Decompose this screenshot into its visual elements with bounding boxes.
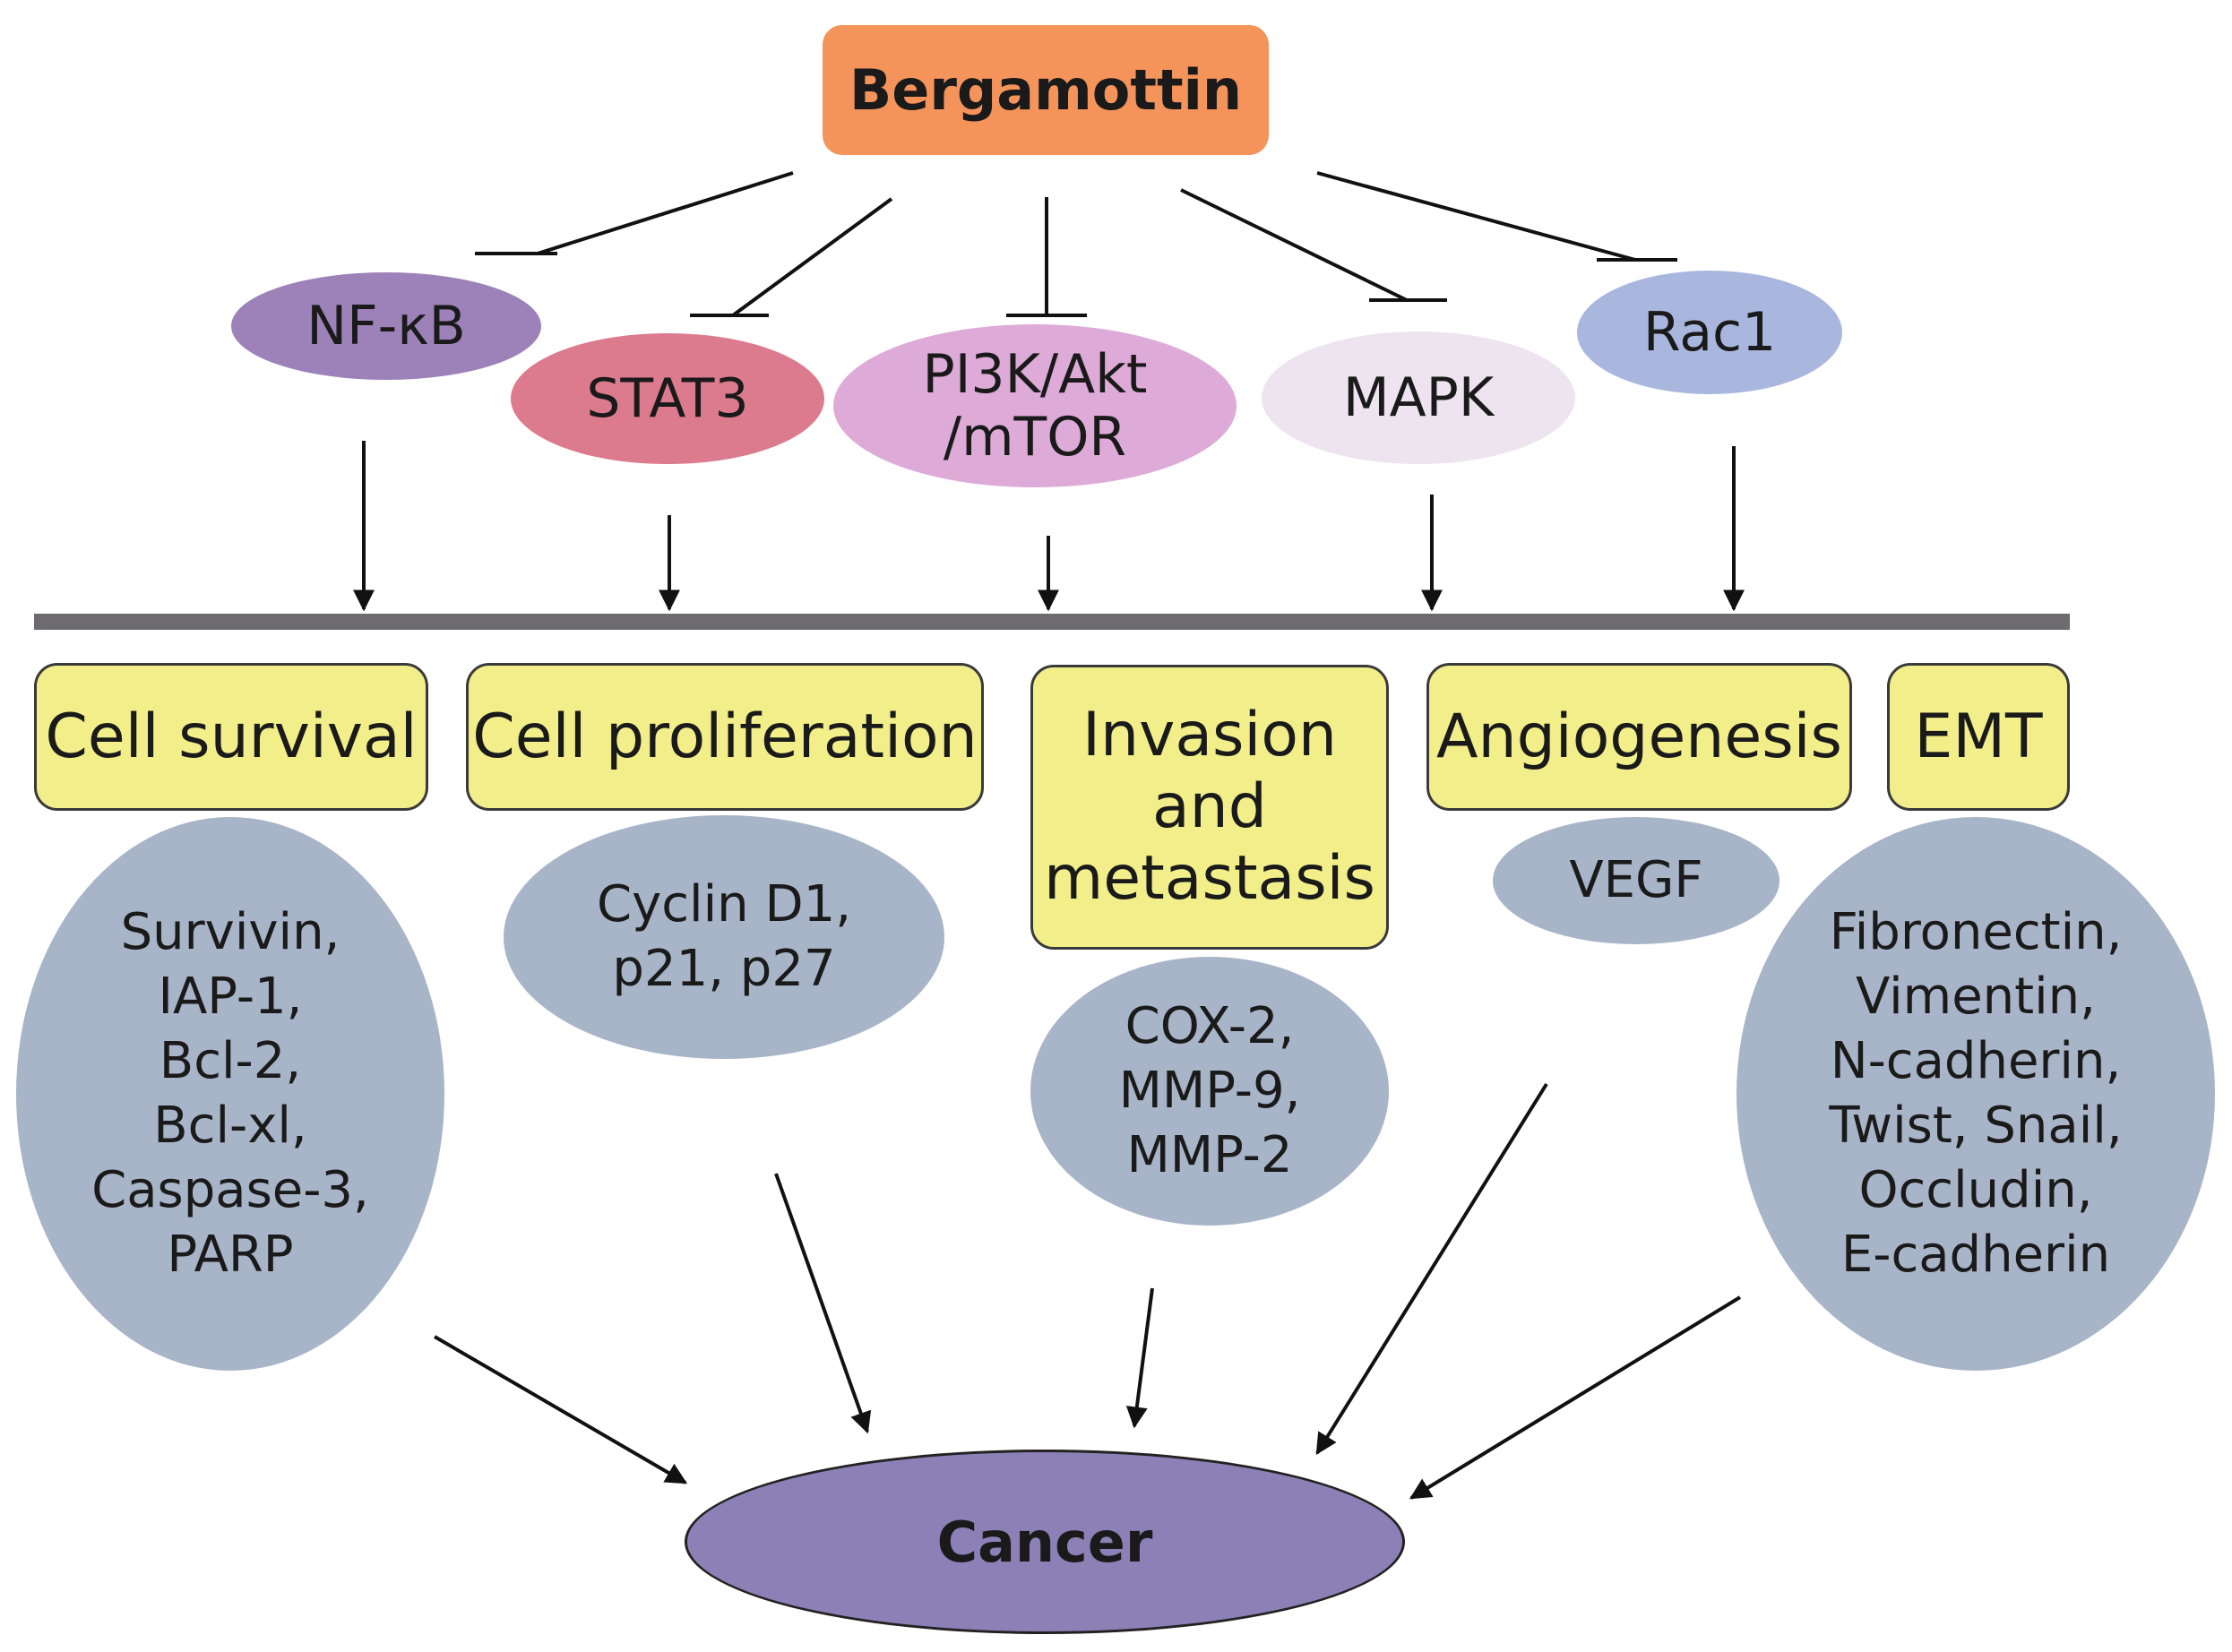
pathway-nfkb-label: NF-κB xyxy=(306,295,466,357)
inhibit-line-nfkb xyxy=(537,171,794,255)
pathway-mapk: MAPK xyxy=(1262,331,1575,464)
bergamottin-label: Bergamottin xyxy=(849,57,1242,123)
cancer-node: Cancer xyxy=(685,1450,1405,1634)
pathway-pi3k-label: PI3K/Akt /mTOR xyxy=(922,343,1148,469)
process-angiogenesis: Angiogenesis xyxy=(1426,663,1852,811)
markers-emt-label: Fibronectin, Vimentin, N-cadherin, Twist… xyxy=(1829,903,2123,1284)
inhibit-line-mapk xyxy=(1180,188,1408,302)
pathway-rac1: Rac1 xyxy=(1577,271,1842,394)
markers-cell-proliferation-label: Cyclin D1, p21, p27 xyxy=(597,875,851,998)
markers-cell-survival-label: Survivin, IAP-1, Bcl-2, Bcl-xl, Caspase-… xyxy=(91,903,369,1284)
bergamottin-node: Bergamottin xyxy=(823,25,1269,155)
pathway-pi3k-akt-mtor: PI3K/Akt /mTOR xyxy=(833,324,1237,487)
markers-angiogenesis-label: VEGF xyxy=(1569,851,1703,909)
arrow-invasion-cancer xyxy=(1125,1287,1154,1429)
markers-invasion: COX-2, MMP-9, MMP-2 xyxy=(1030,957,1389,1226)
inhibit-line-rac1 xyxy=(1316,171,1636,262)
markers-cell-proliferation: Cyclin D1, p21, p27 xyxy=(504,815,944,1059)
arrow-proliferation-cancer xyxy=(774,1173,872,1434)
process-cell-proliferation-label: Cell proliferation xyxy=(472,701,978,772)
arrow-survival-cancer xyxy=(433,1335,688,1484)
process-emt: EMT xyxy=(1887,663,2070,811)
markers-angiogenesis: VEGF xyxy=(1493,817,1780,944)
process-angiogenesis-label: Angiogenesis xyxy=(1436,701,1842,772)
markers-emt: Fibronectin, Vimentin, N-cadherin, Twist… xyxy=(1736,817,2215,1371)
pathway-nfkb: NF-κB xyxy=(231,272,541,380)
arrow-angiogenesis-cancer xyxy=(1315,1082,1548,1456)
cancer-label: Cancer xyxy=(936,1509,1153,1575)
arrow-emt-cancer xyxy=(1409,1295,1742,1500)
inhibit-line-stat3 xyxy=(731,197,893,317)
pathway-rac1-label: Rac1 xyxy=(1642,301,1777,364)
process-cell-survival: Cell survival xyxy=(34,663,428,811)
process-emt-label: EMT xyxy=(1914,701,2043,772)
pathway-stat3-label: STAT3 xyxy=(586,367,749,430)
process-cell-proliferation: Cell proliferation xyxy=(466,663,984,811)
pathway-mapk-label: MAPK xyxy=(1342,366,1495,429)
process-invasion-metastasis: Invasion and metastasis xyxy=(1030,665,1389,950)
markers-invasion-label: COX-2, MMP-9, MMP-2 xyxy=(1118,997,1301,1184)
divider-bar xyxy=(34,614,2070,630)
process-cell-survival-label: Cell survival xyxy=(45,701,418,772)
markers-cell-survival: Survivin, IAP-1, Bcl-2, Bcl-xl, Caspase-… xyxy=(16,817,444,1371)
pathway-stat3: STAT3 xyxy=(511,333,824,464)
process-invasion-label: Invasion and metastasis xyxy=(1044,700,1375,914)
